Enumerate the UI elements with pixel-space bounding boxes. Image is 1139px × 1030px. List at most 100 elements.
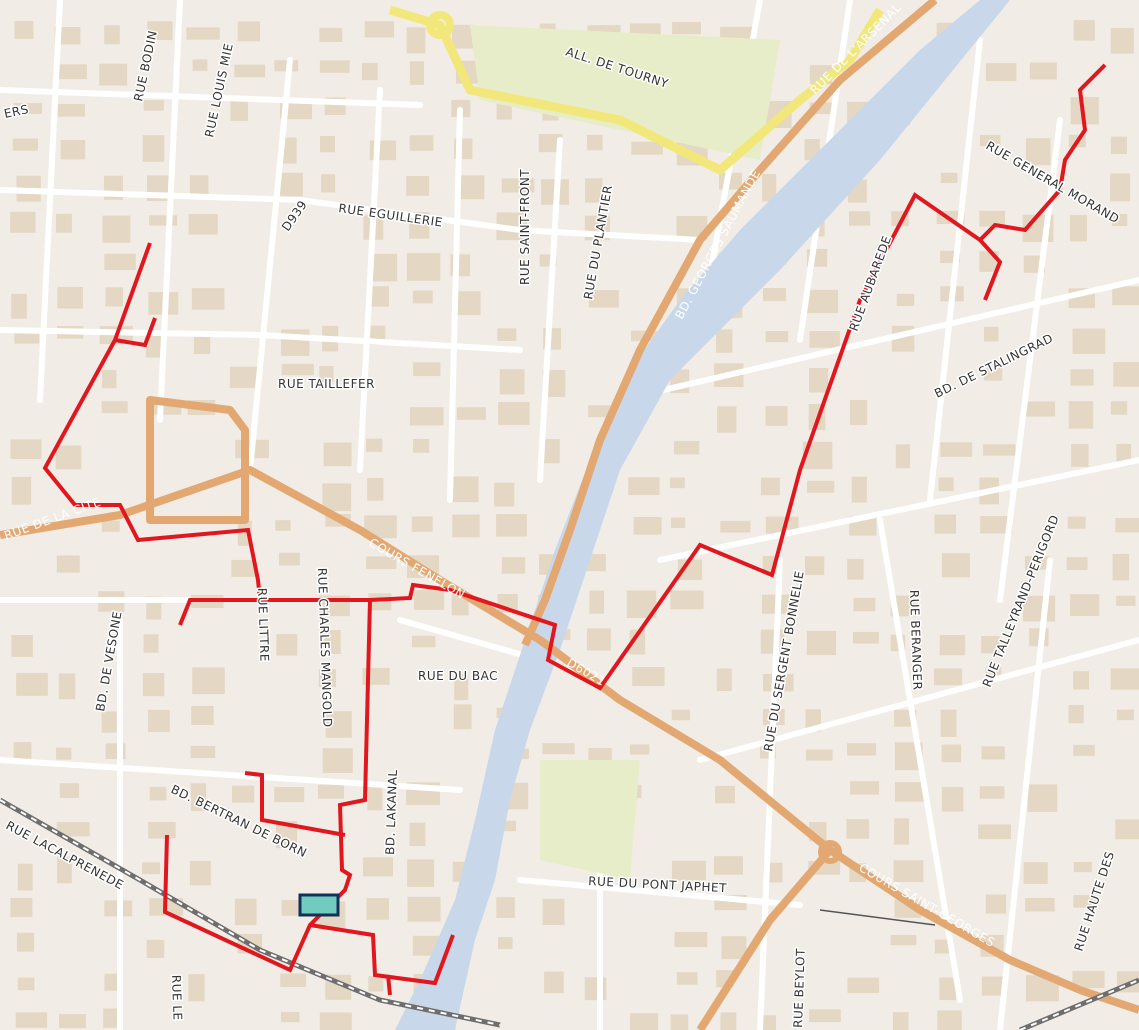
building-block: [406, 253, 441, 281]
building-block: [1073, 895, 1097, 908]
building-block: [319, 60, 350, 73]
route-south: [244, 771, 455, 986]
building-block: [501, 557, 526, 574]
building-block: [588, 290, 619, 308]
building-block: [452, 476, 479, 503]
building-block: [630, 744, 650, 755]
building-block: [1023, 862, 1048, 884]
building-block: [362, 857, 393, 877]
building-block: [58, 673, 76, 700]
building-block: [14, 20, 34, 39]
building-block: [940, 172, 958, 183]
building-block: [1116, 709, 1134, 721]
building-block: [147, 21, 173, 41]
building-block: [456, 175, 485, 200]
building-block: [676, 216, 708, 240]
building-block: [323, 442, 352, 467]
building-block: [406, 175, 430, 196]
building-block: [1073, 671, 1089, 690]
building-block: [940, 709, 957, 737]
building-block: [714, 785, 735, 804]
building-block: [544, 971, 564, 994]
roundabout-saint-georges: [818, 840, 842, 864]
building-block: [941, 553, 970, 578]
building-block: [280, 973, 307, 987]
building-block: [806, 630, 837, 656]
building-block: [102, 369, 117, 389]
building-block: [188, 974, 205, 1002]
building-block: [59, 1014, 86, 1029]
building-block: [978, 824, 1011, 840]
building-block: [407, 859, 435, 887]
building-block: [896, 293, 915, 307]
building-block: [1110, 27, 1134, 54]
route-center: [178, 63, 1107, 691]
building-block: [984, 326, 999, 342]
building-block: [368, 286, 389, 307]
location-marker[interactable]: [298, 893, 340, 917]
building-block: [143, 634, 159, 653]
building-block: [1072, 328, 1106, 354]
building-block: [452, 514, 480, 538]
building-block: [101, 520, 120, 532]
building-block: [670, 477, 685, 489]
isle-river: [395, 0, 1010, 1030]
building-block: [1025, 897, 1055, 912]
building-block: [716, 329, 733, 353]
building-block: [765, 406, 788, 426]
building-block: [11, 476, 32, 505]
building-block: [10, 439, 42, 459]
building-block: [1025, 556, 1052, 570]
route-west: [42, 242, 373, 973]
building-block: [941, 744, 962, 763]
building-block: [319, 366, 334, 383]
building-block: [981, 976, 1006, 996]
building-block: [1070, 594, 1100, 616]
building-block: [979, 210, 1006, 227]
building-block: [16, 672, 48, 696]
building-block: [319, 27, 343, 43]
building-block: [499, 369, 525, 395]
building-block: [1029, 62, 1057, 80]
label-bd-lakanal: BD. LAKANAL: [383, 769, 400, 855]
building-block: [934, 514, 957, 534]
building-block: [322, 748, 353, 773]
building-block: [721, 936, 747, 960]
building-block: [234, 64, 266, 78]
building-block: [629, 629, 646, 655]
building-block: [231, 559, 256, 577]
building-block: [56, 555, 80, 573]
building-block: [762, 288, 786, 302]
building-block: [894, 782, 927, 802]
building-block: [720, 520, 751, 533]
building-block: [407, 896, 441, 922]
railway-ties: [0, 799, 501, 1026]
building-block: [806, 749, 833, 761]
building-block: [186, 27, 220, 40]
building-block: [280, 1011, 300, 1023]
building-block: [981, 746, 1005, 760]
label-rue-littre: RUE LITTRE: [255, 588, 272, 663]
building-block: [192, 59, 208, 71]
building-block: [362, 62, 378, 81]
building-block: [631, 141, 663, 155]
building-block: [322, 483, 352, 512]
building-block: [280, 137, 297, 164]
building-block: [364, 21, 395, 38]
building-block: [148, 821, 176, 839]
building-block: [983, 444, 1016, 456]
building-block: [190, 783, 207, 812]
roundabout-tourny: [426, 11, 454, 39]
building-block: [495, 820, 517, 832]
building-block: [104, 25, 120, 45]
building-block: [934, 668, 963, 686]
building-block: [937, 1010, 962, 1030]
building-block: [104, 253, 136, 271]
building-block: [15, 1012, 48, 1028]
building-block: [805, 289, 839, 313]
building-block: [191, 288, 225, 310]
building-block: [672, 21, 701, 35]
building-block: [585, 178, 603, 203]
